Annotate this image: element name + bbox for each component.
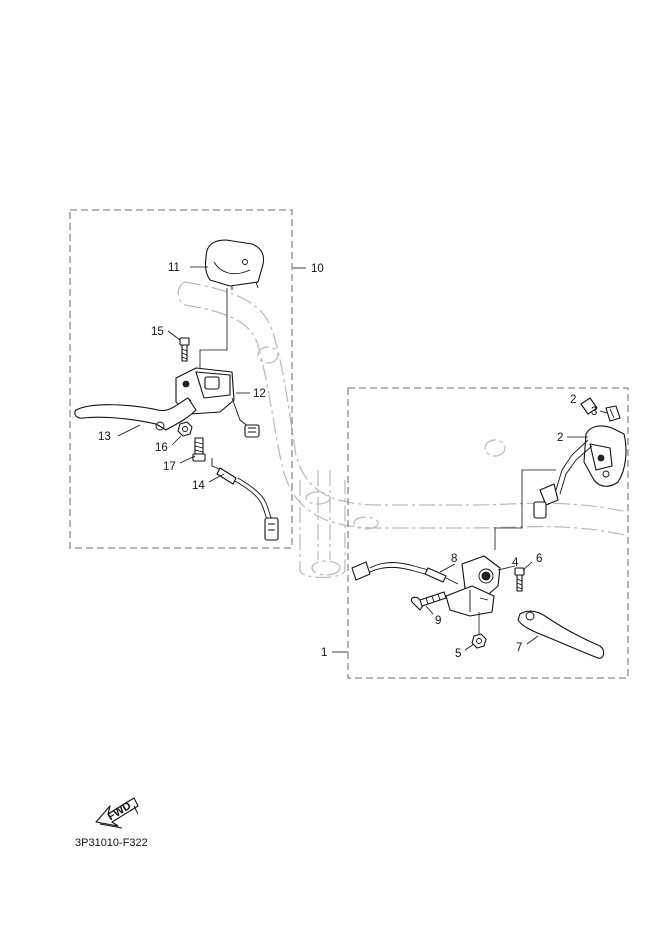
callout-3: 3 [591, 406, 597, 418]
callout-5: 5 [455, 648, 461, 660]
callout-labels: 11 10 15 12 13 16 17 14 2 3 2 8 4 6 9 1 … [98, 262, 597, 660]
bolt-part-9 [410, 591, 447, 611]
callout-16: 16 [155, 442, 168, 454]
callout-15: 15 [151, 326, 164, 338]
callout-1: 1 [321, 647, 327, 659]
callout-8: 8 [451, 553, 457, 565]
drawing-code: 3P31010-F322 [75, 837, 148, 849]
callout-9: 9 [435, 615, 441, 627]
fwd-arrow-icon: FWD [95, 797, 139, 829]
callout-10: 10 [311, 263, 324, 275]
callout-7: 7 [516, 642, 522, 654]
callout-2-upper: 2 [570, 394, 576, 406]
callout-6: 6 [536, 553, 542, 565]
assembly-frame-10 [69, 209, 293, 549]
bolt-part-17 [192, 437, 206, 462]
callout-2-lower: 2 [557, 432, 563, 444]
switch-cover-part-11 [204, 239, 265, 290]
callout-17: 17 [163, 461, 176, 473]
brake-lever-part-13 [74, 397, 197, 431]
screw-part-6 [514, 567, 525, 592]
nut-part-16 [177, 421, 193, 437]
switch-lead-part-8 [351, 561, 459, 585]
switch-lead-part-14 [211, 458, 279, 541]
brake-lever-part-7 [517, 610, 605, 659]
callout-12: 12 [253, 388, 266, 400]
callout-4: 4 [512, 557, 519, 569]
callout-13: 13 [98, 431, 111, 443]
screw-part-15 [179, 337, 190, 362]
switch-housing-part-2 [533, 425, 627, 519]
lever-holder-part-4 [445, 555, 501, 617]
nut-part-5 [471, 612, 487, 649]
assembly-frame-1 [347, 387, 629, 679]
callout-14: 14 [192, 480, 205, 492]
callout-11: 11 [168, 262, 180, 274]
switch-piece-part-3 [580, 397, 621, 422]
